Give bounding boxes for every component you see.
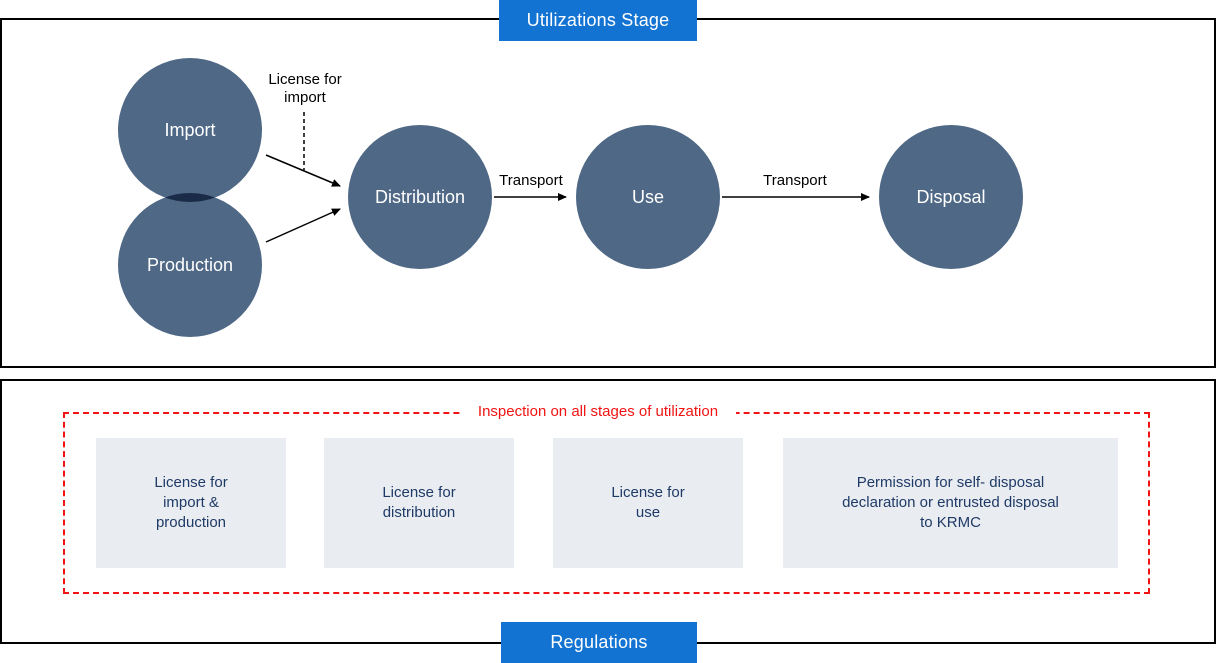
node-use-label: Use [631,186,664,207]
regulation-card-disposal-krmc: Permission for self- disposal declaratio… [783,438,1118,568]
node-production: Production [118,193,262,337]
regulation-card-distribution: License for distribution [324,438,514,568]
regulations-title: Regulations [550,632,648,652]
node-production-label: Production [146,254,234,275]
inspection-label: Inspection on all stages of utilization [460,403,736,421]
license-for-import-label: License for import [268,71,342,106]
transport-label-use-disposal: Transport [763,172,827,189]
regulations-banner: Regulations [501,622,697,663]
regulation-card-use: License for use [553,438,743,568]
node-use: Use [576,125,720,269]
node-disposal-label: Disposal [916,186,986,207]
utilizations-stage-title: Utilizations Stage [526,10,670,30]
node-distribution-label: Distribution [374,186,466,207]
utilizations-stage-banner: Utilizations Stage [499,0,697,41]
transport-label-distribution-use: Transport [499,172,563,189]
node-import: Import [118,58,262,202]
node-distribution: Distribution [348,125,492,269]
regulation-card-import-production: License for import & production [96,438,286,568]
node-disposal: Disposal [879,125,1023,269]
node-import-label: Import [164,119,216,140]
